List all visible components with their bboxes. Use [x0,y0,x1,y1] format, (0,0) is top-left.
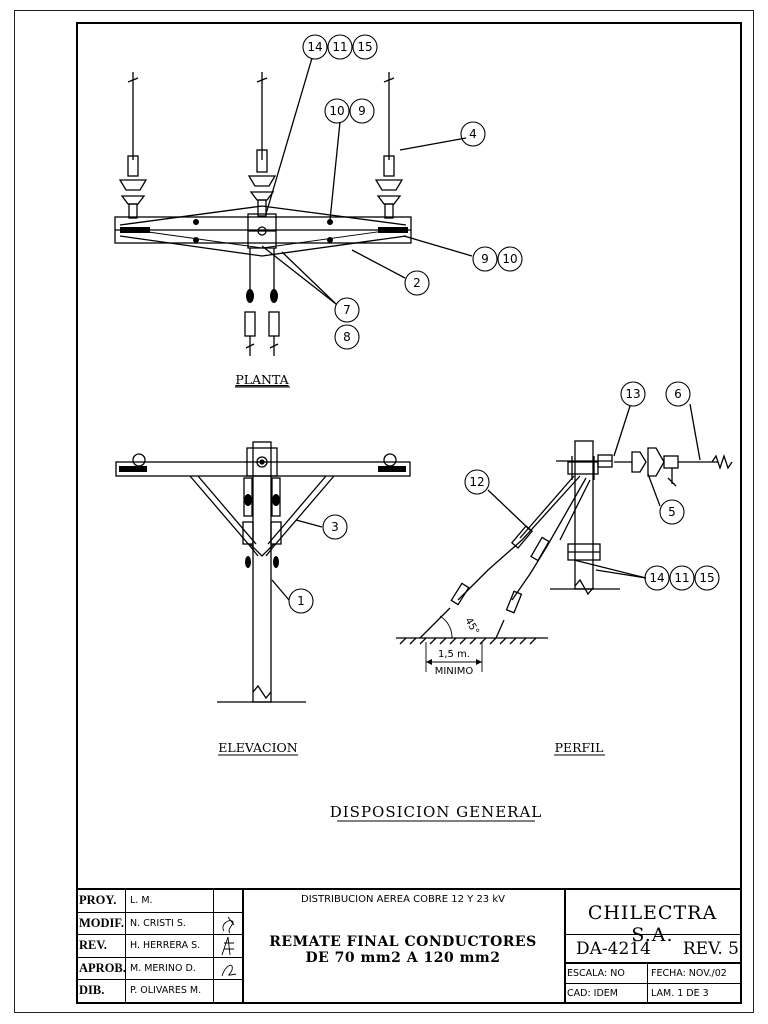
balloon-11-perfil: 11 [674,571,689,585]
person-name: P. OLIVARES M. [125,980,213,1003]
balloon-15-top: 15 [357,40,372,54]
person-name: L. M. [125,890,213,912]
company-name: CHILECTRA S.A. [587,902,718,946]
balloon-10-right: 10 [502,252,517,266]
dimension-value: 1,5 m. [438,649,470,660]
balloon-14-top: 14 [307,40,322,54]
drawing-title-line2: DE 70 mm2 A 120 mm2 [305,950,501,966]
balloon-10-top: 10 [329,104,344,118]
balloon-4: 4 [469,127,477,141]
insulator-left [118,155,148,219]
drawing-title-line1: REMATE FINAL CONDUCTORES [269,934,537,950]
escala-cell: ESCALA: NO [564,964,648,984]
caption-elevacion: ELEVACION [218,740,298,755]
approval-row: PROY. L. M. [77,890,242,913]
balloon-6: 6 [674,387,682,401]
person-name: M. MERINO D. [125,957,213,980]
lamina-cell: LAM. 1 DE 3 [651,988,709,999]
balloon-1: 1 [297,594,305,608]
pole-elevacion [252,441,272,703]
insulator-center [247,149,277,217]
approval-table: PROY. L. M. MODIF. N. CRISTI S. REV. H. … [77,890,244,1003]
fecha-cell: FECHA: NOV./02 [648,964,741,984]
planta-view [114,57,473,356]
signature-mark [222,916,235,933]
balloon-2: 2 [413,276,421,290]
drawing-subtitle: DISTRIBUCION AEREA COBRE 12 Y 23 kV [301,894,505,905]
signature-cell [213,912,243,935]
meta-cells: ESCALA: NO FECHA: NOV./02 CAD: IDEM LAM.… [564,962,741,1005]
title-area: DISTRIBUCION AEREA COBRE 12 Y 23 kV REMA… [242,890,566,1003]
signature-mark [221,937,234,956]
drawing-frame [76,22,742,1004]
perfil-view [396,403,733,672]
doc-line: DA-4214 REV. 5 [564,934,741,963]
role-label: REV. [79,938,107,953]
balloon-5: 5 [668,505,676,519]
role-label: PROY. [79,893,117,907]
signature-cell [213,957,243,980]
balloon-14-perfil: 14 [649,571,664,585]
doc-number: DA-4214 [576,939,651,959]
company-area: CHILECTRA S.A. DA-4214 REV. 5 ESCALA: NO… [564,890,741,1005]
revision: REV. 5 [682,939,739,959]
signature-mark [221,964,237,976]
angle-label: 45° [462,616,480,637]
caption-planta: PLANTA [235,372,289,387]
pole-perfil [574,440,594,590]
balloon-7: 7 [343,303,351,317]
signature-cell [213,935,243,957]
balloon-9-top: 9 [358,104,366,118]
balloon-11-top: 11 [332,40,347,54]
drawing-title: DISPOSICION GENERAL [330,803,543,821]
insulator-right [374,155,404,219]
role-label: MODIF. [79,915,125,930]
person-name: N. CRISTI S. [125,912,213,935]
approval-row: MODIF. N. CRISTI S. [77,912,243,936]
title-block: PROY. L. M. MODIF. N. CRISTI S. REV. H. … [77,888,741,1005]
balloon-15-perfil: 15 [699,571,714,585]
signature-cell [213,890,243,912]
elevacion-view [115,441,411,703]
balloon-3: 3 [331,520,339,534]
balloon-9-right: 9 [481,252,489,266]
cad-cell: CAD: IDEM [564,984,648,1004]
person-name: H. HERRERA S. [125,935,213,957]
approval-row: APROB. M. MERINO D. [77,957,243,981]
sheet-border [14,10,754,1013]
signature-cell [213,980,243,1003]
dimension-note: MINIMO [435,666,474,677]
caption-perfil: PERFIL [555,740,604,755]
balloon-13: 13 [625,387,640,401]
balloons [288,34,720,614]
role-label: APROB. [79,960,126,975]
balloon-12: 12 [469,475,484,489]
role-label: DIB. [79,983,105,998]
approval-row: REV. H. HERRERA S. [77,935,242,958]
approval-row: DIB. P. OLIVARES M. [77,980,242,1003]
balloon-8: 8 [343,330,351,344]
